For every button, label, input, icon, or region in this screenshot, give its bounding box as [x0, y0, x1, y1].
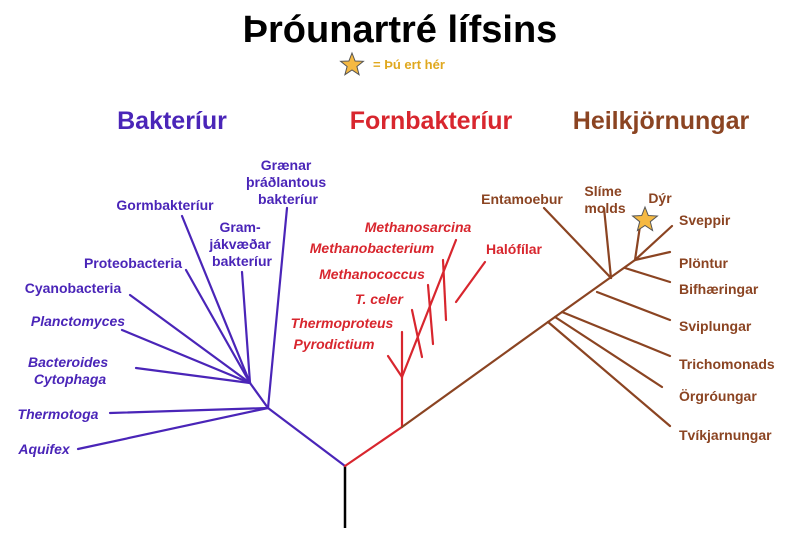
label-bacteroides-cytophaga: Bacteroides Cytophaga	[28, 354, 112, 387]
label-spirochetes: Gormbakteríur	[116, 197, 214, 213]
label-halophiles: Halófílar	[486, 241, 543, 257]
legend-label: = Þú ert hér	[373, 57, 445, 72]
label-t-celer: T. celer	[355, 291, 405, 307]
label-aquifex: Aquifex	[17, 441, 71, 457]
label-pyrodictium: Pyrodictium	[294, 336, 375, 352]
label-entamoebae: Entamoebur	[481, 191, 563, 207]
label-gram-positive-bacteria: Gram- jákvæðar bakteríur	[208, 219, 274, 269]
label-fungi: Sveppir	[679, 212, 731, 228]
star-icon	[339, 51, 365, 76]
label-slime-molds: Slíme molds	[584, 183, 625, 216]
eukaryota-branches	[400, 206, 674, 429]
diagram-title: Þróunartré lífsins	[243, 9, 558, 51]
label-plants: Plöntur	[679, 255, 729, 271]
label-cyanobacteria: Cyanobacteria	[25, 280, 122, 296]
label-methanobacterium: Methanobacterium	[310, 240, 434, 256]
label-trichomonads: Trichomonads	[679, 356, 775, 372]
label-methanosarcina: Methanosarcina	[365, 219, 472, 235]
label-flagellates: Sviplungar	[679, 318, 752, 334]
label-green-filamentous-bacteria: Grænar þráðlantous bakteríur	[246, 157, 330, 207]
label-microsporidia: Örgróungar	[679, 388, 757, 404]
label-proteobacteria: Proteobacteria	[84, 255, 182, 271]
domain-label-bacteria: Bakteríur	[117, 107, 227, 135]
star-icon	[631, 205, 659, 232]
domain-label-archaea: Fornbakteríur	[350, 107, 513, 135]
label-thermoproteus: Thermoproteus	[291, 315, 394, 331]
bacteria-branches	[76, 206, 347, 468]
label-methanococcus: Methanococcus	[319, 266, 425, 282]
legend: = Þú ert hér	[339, 51, 445, 76]
label-ciliates: Bifhæringar	[679, 281, 759, 297]
archaea-branches	[343, 238, 487, 468]
domain-label-eukaryota: Heilkjörnungar	[573, 107, 750, 135]
label-thermotoga: Thermotoga	[18, 406, 99, 422]
label-planctomyces: Planctomyces	[31, 313, 125, 329]
label-diplomonads: Tvíkjarnungar	[679, 427, 772, 443]
label-animals: Dýr	[648, 190, 672, 206]
